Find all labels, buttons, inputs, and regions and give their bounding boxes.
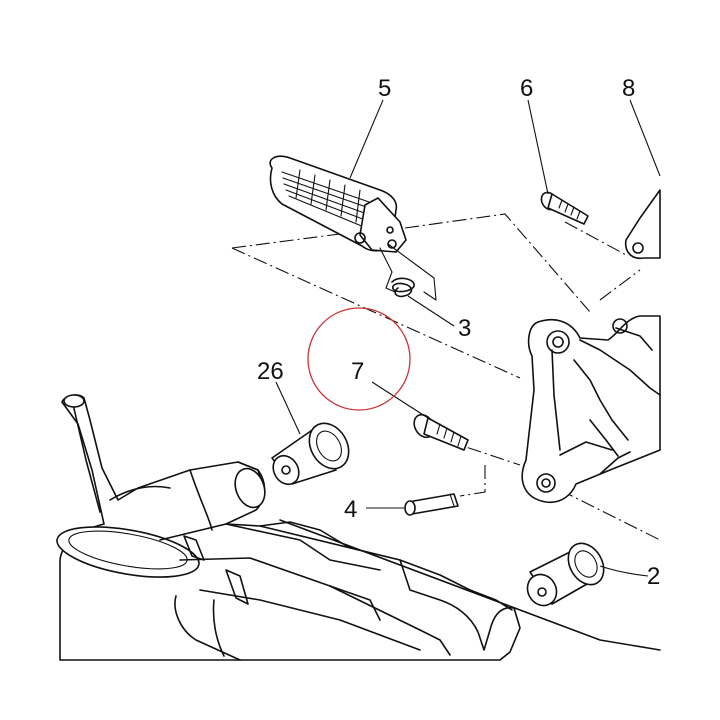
label-part-7: 7	[351, 358, 364, 385]
bottom-crop-mask	[0, 661, 720, 720]
right-crop-mask	[662, 0, 720, 720]
bushing-part-26	[271, 422, 350, 486]
leader-8	[629, 99, 661, 177]
leader-5	[349, 99, 384, 179]
leader-3	[407, 295, 455, 327]
leader-2	[599, 565, 649, 577]
leader-lines	[275, 99, 661, 577]
frame-linkage	[56, 394, 661, 661]
spring-part-3	[379, 243, 437, 301]
label-part-26: 26	[257, 358, 284, 385]
label-part-5: 5	[378, 75, 391, 102]
rearset-bracket	[521, 315, 661, 504]
leader-26	[275, 381, 301, 435]
label-part-2: 2	[647, 563, 660, 590]
part-labels: 5 6 8 3 7 26 4 2	[257, 75, 660, 590]
bolt-part-6	[540, 191, 589, 225]
heel-guard-part-8	[624, 189, 661, 260]
bolt-part-7	[413, 413, 469, 451]
footpeg-part-5	[269, 155, 407, 253]
leader-7	[371, 381, 429, 419]
label-part-8: 8	[622, 75, 635, 102]
pin-part-4	[404, 493, 459, 516]
label-part-3: 3	[458, 315, 471, 342]
part-7-highlight-circle	[307, 307, 411, 411]
label-part-6: 6	[520, 75, 533, 102]
label-part-4: 4	[344, 496, 357, 523]
leader-6	[527, 99, 549, 195]
bushing-part-2	[526, 542, 605, 607]
